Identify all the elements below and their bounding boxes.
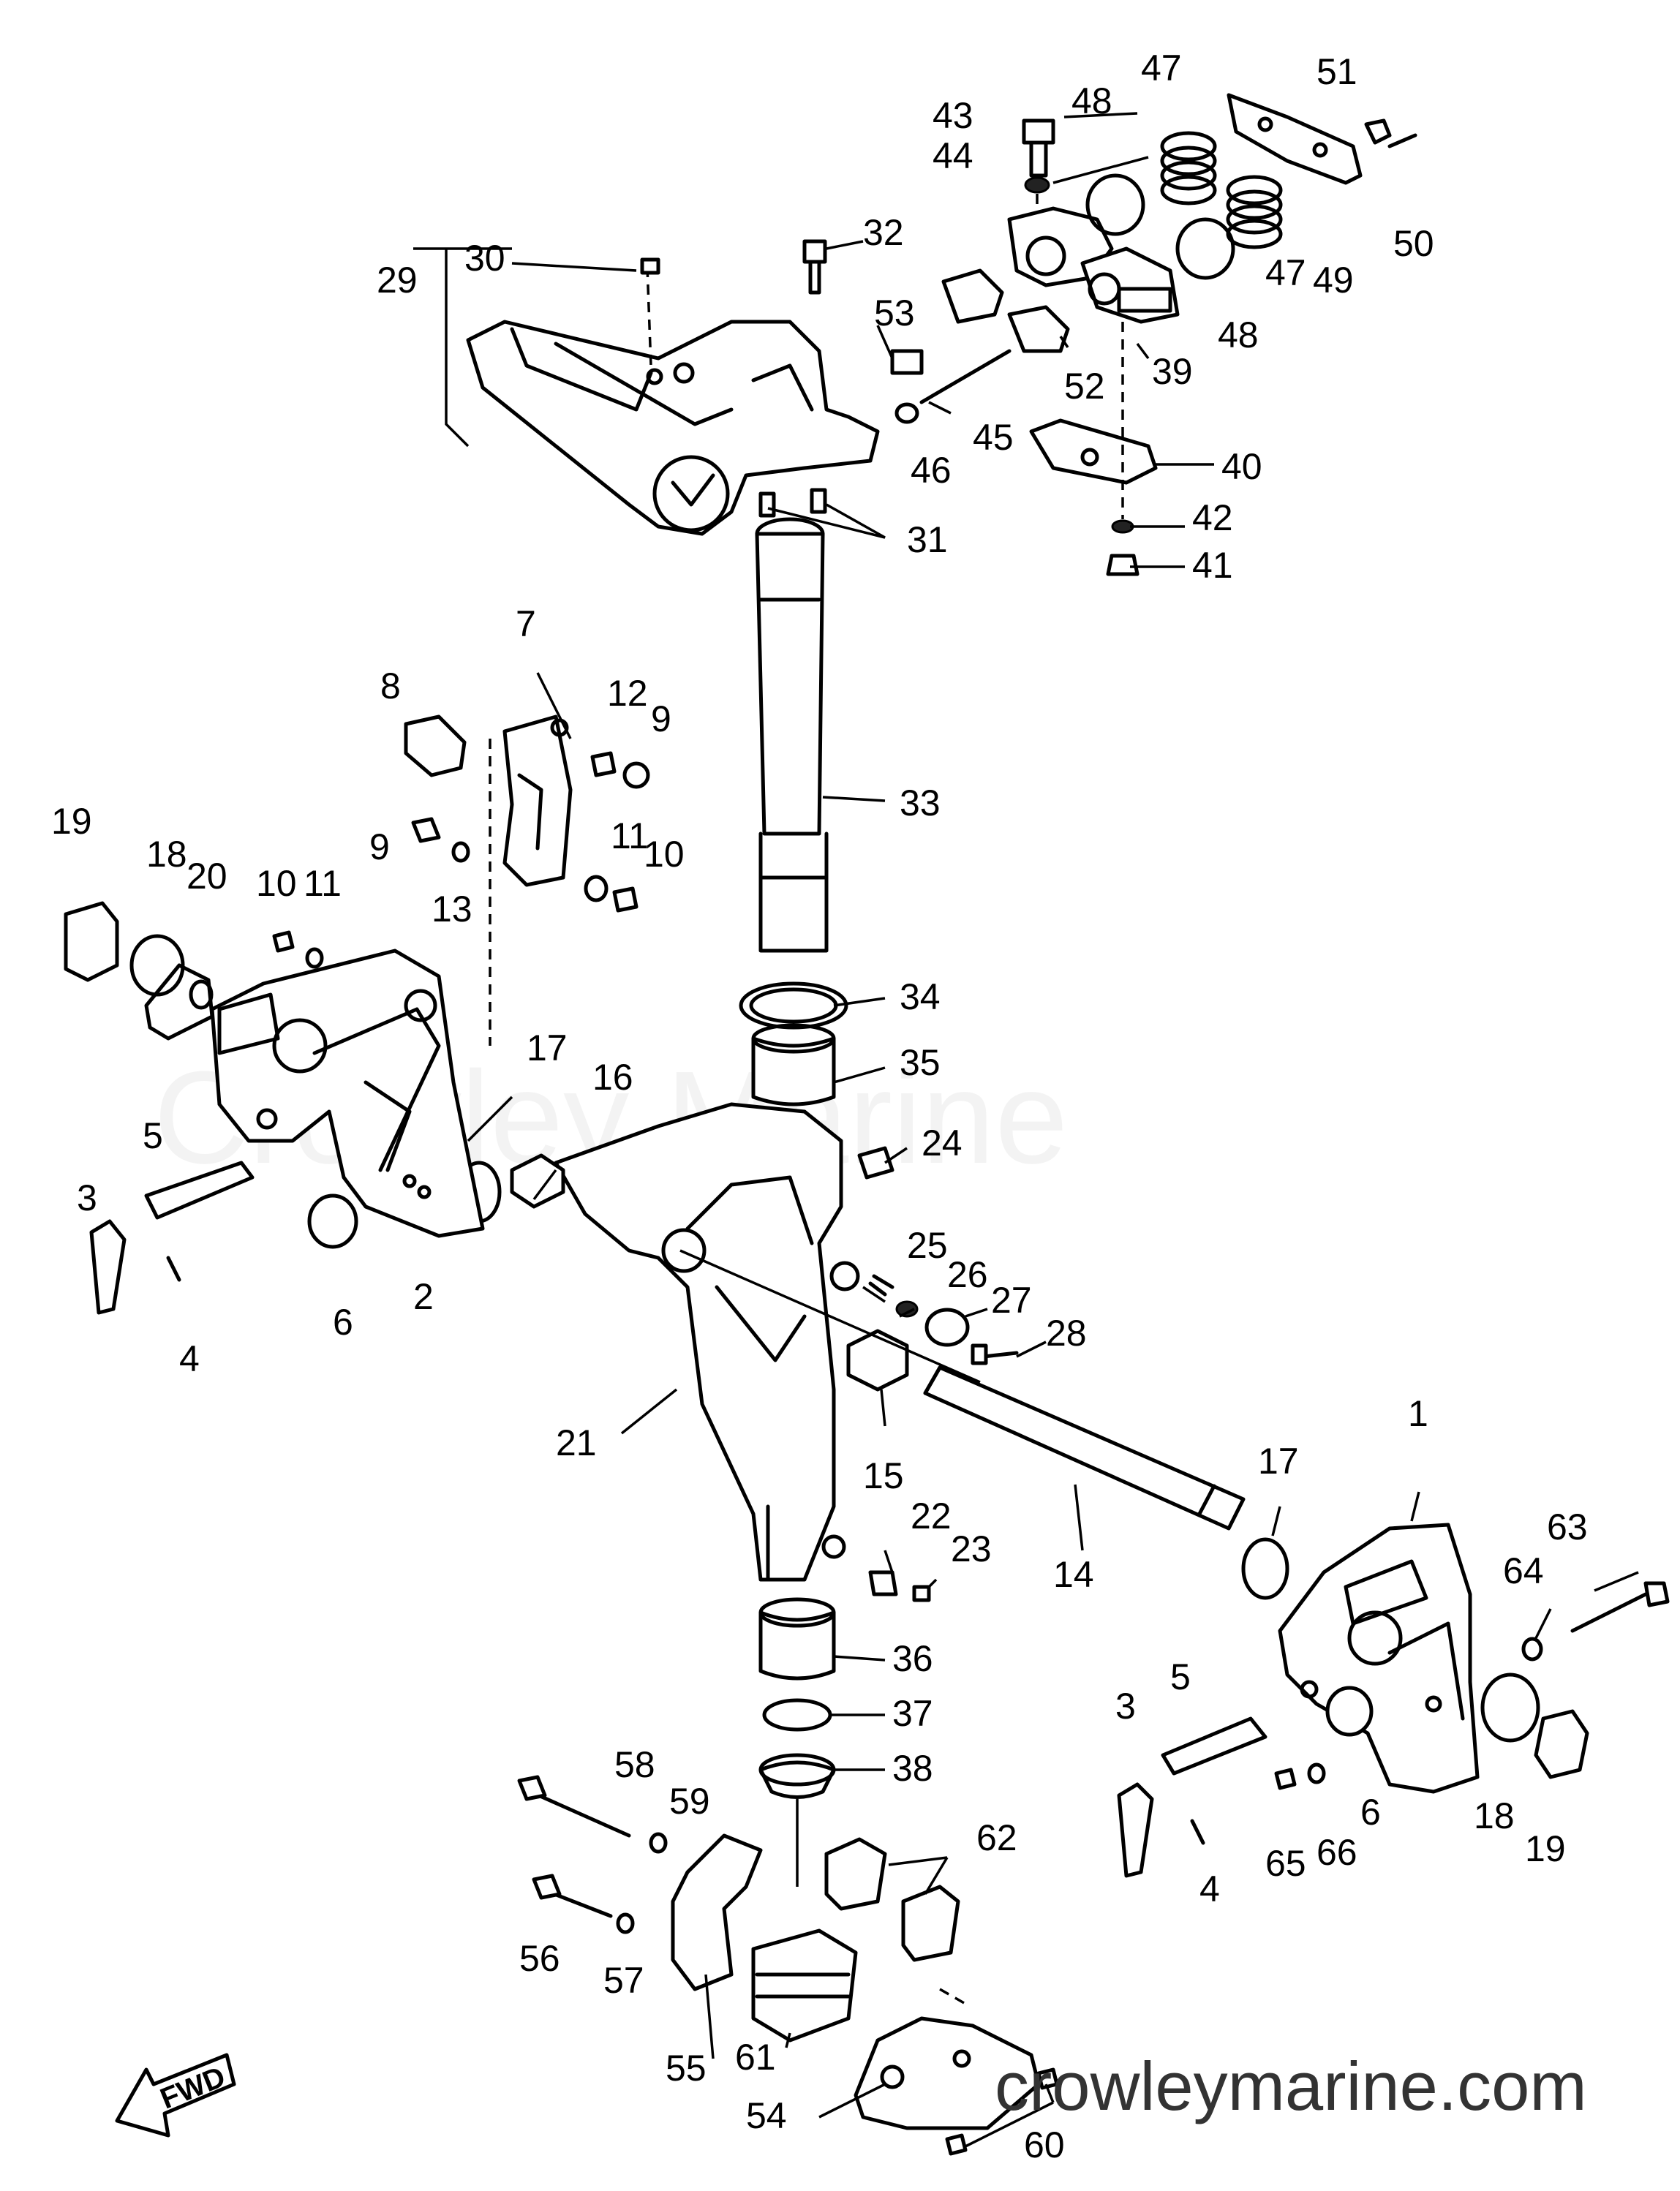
steering-shaft-33	[755, 517, 829, 953]
callout-10-right: 10	[644, 834, 685, 875]
fwd-arrow-icon: FWD	[115, 2053, 236, 2138]
callout-17-right: 17	[1258, 1441, 1299, 1482]
callout-28: 28	[1046, 1313, 1087, 1354]
callout-66: 66	[1316, 1832, 1357, 1873]
callout-24: 24	[922, 1123, 963, 1164]
callout-41: 41	[1192, 545, 1233, 586]
through-tube-14	[923, 1365, 1289, 1600]
callout-31: 31	[907, 519, 948, 560]
clamp-bracket-2-left	[64, 901, 485, 1315]
callout-34: 34	[900, 976, 941, 1017]
steering-upper-parts	[646, 93, 1417, 576]
callout-37: 37	[892, 1693, 933, 1734]
callout-5-right: 5	[1170, 1656, 1191, 1697]
callout-23: 23	[951, 1528, 992, 1569]
callout-2: 2	[413, 1276, 434, 1317]
swivel-bracket-21	[456, 1102, 1019, 1602]
callout-4-right: 4	[1199, 1868, 1220, 1909]
callout-4-left: 4	[179, 1338, 200, 1379]
callout-44: 44	[933, 135, 973, 176]
callout-30: 30	[464, 238, 505, 279]
callout-51: 51	[1316, 51, 1357, 92]
callout-36: 36	[892, 1638, 933, 1679]
callout-49: 49	[1313, 260, 1354, 301]
callout-19-left: 19	[51, 801, 92, 842]
callout-47-lower: 47	[1265, 252, 1306, 293]
callout-18-left: 18	[146, 834, 187, 875]
callout-29: 29	[377, 260, 418, 301]
callout-15: 15	[863, 1455, 904, 1496]
callout-5-left: 5	[143, 1115, 163, 1156]
callout-21: 21	[556, 1422, 597, 1463]
callout-62: 62	[976, 1817, 1017, 1858]
callout-20: 20	[187, 856, 227, 897]
callout-57: 57	[603, 1960, 644, 2001]
callout-numbers: 1 2 3 3 4 4 5 5 6 6 7 8 9 9 10 10 11 11 …	[51, 48, 1588, 2165]
callout-6-left: 6	[333, 1302, 353, 1343]
callout-32: 32	[863, 212, 904, 253]
callout-16: 16	[592, 1057, 633, 1098]
lower-parts-54-62	[517, 1775, 1059, 2156]
callout-7: 7	[516, 603, 536, 644]
callout-13: 13	[432, 889, 472, 929]
callout-47-top: 47	[1141, 48, 1182, 88]
callout-9-lower: 9	[369, 826, 390, 867]
callout-65: 65	[1265, 1843, 1306, 1884]
callout-1: 1	[1408, 1393, 1428, 1434]
callout-60: 60	[1024, 2124, 1065, 2165]
callout-40: 40	[1221, 446, 1262, 487]
callout-17-left: 17	[527, 1027, 568, 1068]
callout-55: 55	[666, 2048, 707, 2089]
callout-3-right: 3	[1115, 1686, 1136, 1727]
callout-25: 25	[907, 1225, 948, 1266]
callout-50: 50	[1393, 223, 1434, 264]
steering-bracket-29	[466, 320, 880, 536]
callout-58: 58	[614, 1744, 655, 1785]
callout-45: 45	[973, 417, 1014, 458]
callout-43: 43	[933, 95, 973, 136]
lower-bushings-36-38	[758, 1597, 836, 1887]
callout-3-left: 3	[77, 1177, 97, 1218]
callout-8: 8	[380, 665, 401, 706]
callout-52: 52	[1064, 366, 1105, 407]
callout-38: 38	[892, 1748, 933, 1789]
seal-34-bushing-35	[739, 981, 848, 1106]
callout-10-left: 10	[256, 863, 297, 904]
tilt-plate-7	[404, 714, 650, 1046]
clamp-bracket-1-right	[1117, 1523, 1670, 1878]
callout-18-right: 18	[1474, 1795, 1515, 1836]
callout-22: 22	[911, 1496, 952, 1536]
callout-11-right: 11	[611, 815, 649, 856]
callout-54: 54	[746, 2095, 787, 2136]
callout-48-lower: 48	[1218, 314, 1259, 355]
callout-39: 39	[1152, 351, 1193, 392]
callout-53: 53	[874, 293, 915, 333]
callout-26: 26	[947, 1254, 988, 1295]
callout-61: 61	[735, 2037, 776, 2078]
callout-63: 63	[1547, 1506, 1588, 1547]
leader-lines	[413, 112, 1639, 2148]
callout-11-left: 11	[304, 863, 342, 904]
callout-6-right: 6	[1360, 1792, 1381, 1833]
callout-27: 27	[991, 1280, 1032, 1321]
callout-42: 42	[1192, 497, 1233, 538]
callout-59: 59	[669, 1781, 710, 1822]
callout-46: 46	[911, 450, 952, 491]
callout-33: 33	[900, 782, 941, 823]
callout-14: 14	[1053, 1554, 1094, 1595]
callout-48-top: 48	[1071, 80, 1112, 121]
callout-9-upper: 9	[651, 698, 671, 739]
callout-35: 35	[900, 1042, 941, 1083]
callout-56: 56	[519, 1938, 560, 1979]
callout-19-right: 19	[1525, 1828, 1566, 1869]
callout-64: 64	[1503, 1550, 1544, 1591]
website-url: crowleymarine.com	[995, 2048, 1587, 2124]
callout-12: 12	[607, 673, 648, 714]
